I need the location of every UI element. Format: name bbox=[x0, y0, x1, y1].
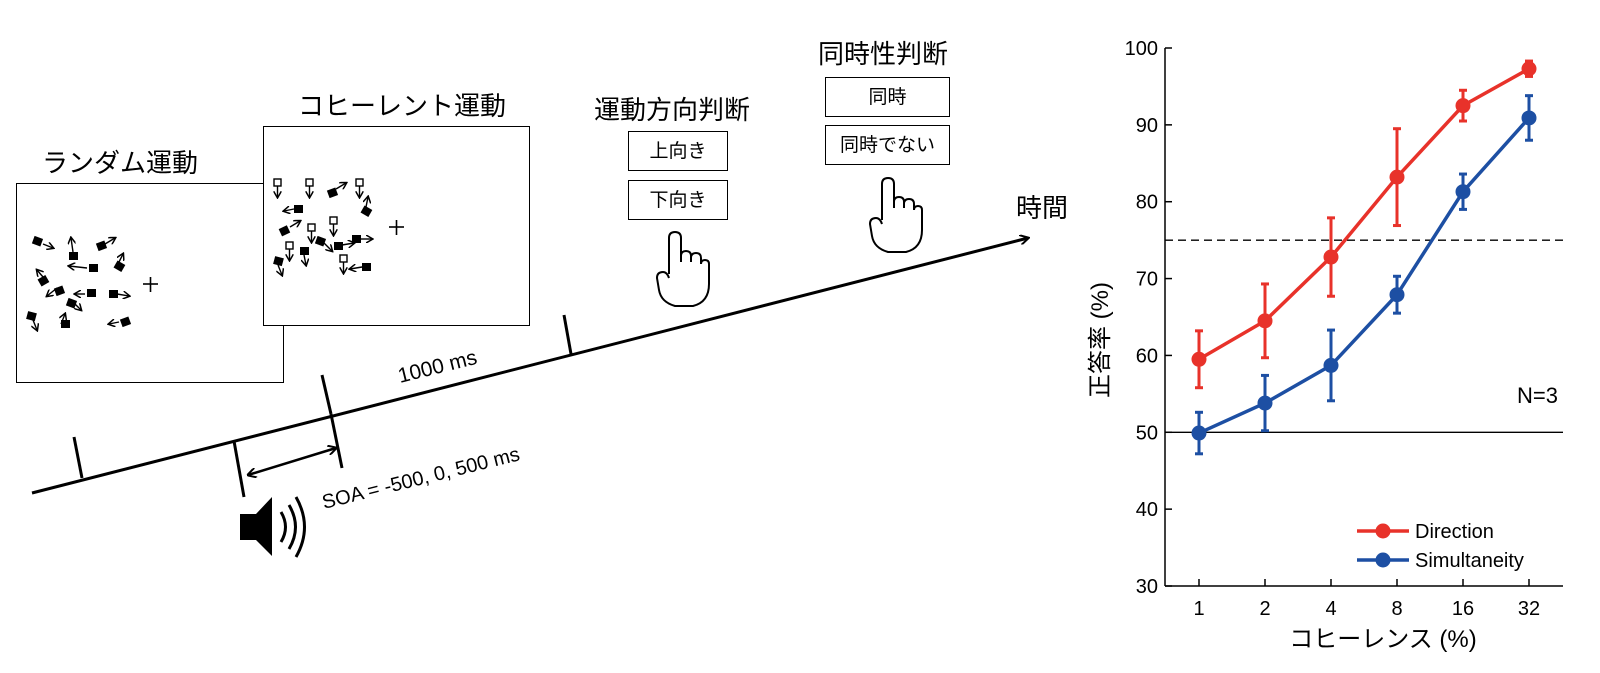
data-point-direction bbox=[1191, 351, 1207, 367]
y-axis-label: 正答率 (%) bbox=[1087, 282, 1114, 398]
legend-label-simultaneity: Simultaneity bbox=[1415, 550, 1524, 572]
fixation-cross-icon bbox=[389, 220, 404, 235]
time-tick-coherent-onset bbox=[320, 374, 333, 415]
pointing-hand-icon bbox=[655, 230, 710, 307]
time-label: 時間 bbox=[1016, 194, 1069, 224]
x-tick-label: 8 bbox=[1391, 598, 1402, 620]
response-down-button: 下向き bbox=[628, 180, 728, 220]
x-axis-label: コヒーレンス (%) bbox=[1289, 626, 1477, 653]
soa-double-arrow bbox=[248, 448, 336, 475]
time-axis bbox=[31, 238, 1028, 495]
random-motion-display bbox=[16, 183, 284, 383]
speaker-icon bbox=[240, 496, 306, 558]
coherent-dots bbox=[273, 178, 404, 325]
x-tick-label: 16 bbox=[1452, 598, 1474, 620]
y-tick-label: 30 bbox=[1136, 576, 1158, 598]
soa-label: SOA = -500, 0, 500 ms bbox=[320, 443, 522, 513]
stage-label-coherent: コヒーレント運動 bbox=[298, 92, 507, 122]
random-dots bbox=[26, 184, 158, 382]
data-point-direction bbox=[1389, 169, 1405, 185]
response-simultaneous-button: 同時 bbox=[825, 77, 950, 117]
y-tick-label: 80 bbox=[1136, 192, 1158, 214]
response-not-simultaneous-button: 同時でない bbox=[825, 125, 950, 165]
data-point-simultaneity bbox=[1191, 425, 1207, 441]
y-tick-label: 50 bbox=[1136, 422, 1158, 444]
y-tick-label: 60 bbox=[1136, 345, 1158, 367]
stage-label-direction: 運動方向判断 bbox=[594, 96, 751, 126]
data-point-direction bbox=[1521, 61, 1537, 77]
x-tick-label: 2 bbox=[1259, 598, 1270, 620]
y-tick-label: 90 bbox=[1136, 115, 1158, 137]
data-point-simultaneity bbox=[1521, 110, 1537, 126]
stage-label-simultaneity: 同時性判断 bbox=[818, 40, 949, 70]
legend-marker-simultaneity bbox=[1375, 552, 1391, 568]
y-tick-label: 40 bbox=[1136, 499, 1158, 521]
data-point-simultaneity bbox=[1455, 184, 1471, 200]
fixation-cross-icon bbox=[143, 277, 158, 292]
data-point-simultaneity bbox=[1323, 357, 1339, 373]
legend-marker-direction bbox=[1375, 523, 1391, 539]
data-point-direction bbox=[1257, 313, 1273, 329]
timeline-diagram: 1000 ms SOA = -500, 0, 500 ms bbox=[31, 176, 1080, 558]
data-point-direction bbox=[1323, 249, 1339, 265]
time-tick-coherent-end bbox=[562, 314, 573, 355]
x-tick-label: 1 bbox=[1193, 598, 1204, 620]
time-tick-start bbox=[72, 436, 84, 479]
data-point-simultaneity bbox=[1389, 287, 1405, 303]
response-up-button: 上向き bbox=[628, 131, 728, 171]
series-line-direction bbox=[1198, 67, 1530, 361]
coherent-motion-display bbox=[263, 126, 530, 326]
y-tick-label: 100 bbox=[1125, 38, 1158, 60]
legend-label-direction: Direction bbox=[1415, 521, 1494, 543]
soa-left-marker bbox=[232, 440, 246, 498]
x-tick-label: 32 bbox=[1518, 598, 1540, 620]
pointing-hand-icon bbox=[868, 176, 923, 253]
y-tick-label: 70 bbox=[1136, 269, 1158, 291]
sample-size-annotation: N=3 bbox=[1517, 383, 1558, 408]
data-point-direction bbox=[1455, 98, 1471, 114]
data-point-simultaneity bbox=[1257, 395, 1273, 411]
series-line-simultaneity bbox=[1198, 116, 1531, 435]
soa-right-marker bbox=[329, 413, 344, 469]
stage-label-random: ランダム運動 bbox=[42, 149, 199, 179]
x-tick-label: 4 bbox=[1325, 598, 1336, 620]
